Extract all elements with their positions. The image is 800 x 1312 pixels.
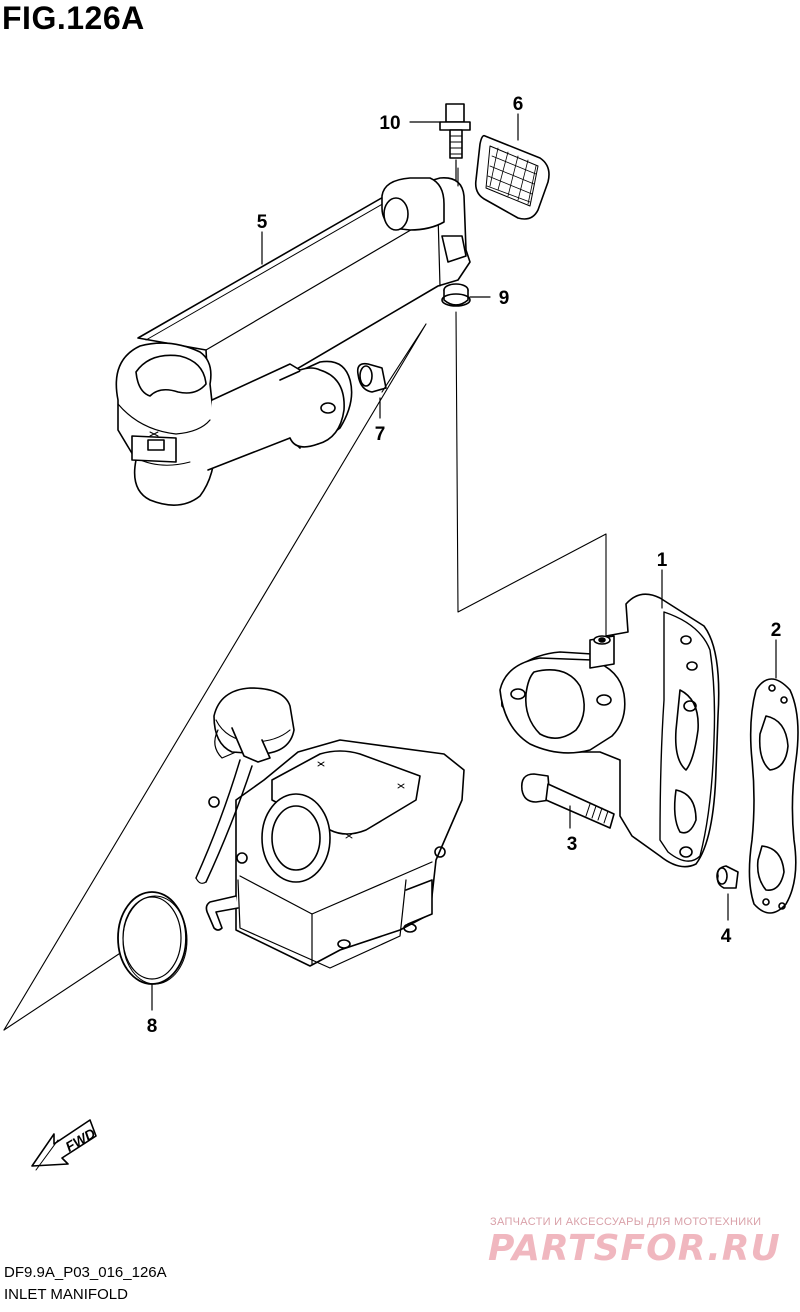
part-6-screen bbox=[474, 134, 550, 220]
part-9-grommet bbox=[441, 283, 471, 307]
figure-code: DF9.9A_P03_016_126A bbox=[4, 1264, 167, 1281]
watermark-tagline: ЗАПЧАСТИ И АКСЕССУАРЫ ДЛЯ МОТОТЕХНИКИ bbox=[490, 1216, 762, 1228]
carburetor bbox=[195, 687, 465, 969]
part-1-manifold bbox=[499, 593, 720, 868]
part-10-bolt bbox=[439, 103, 471, 197]
part-8-o-ring bbox=[117, 891, 188, 1011]
part-4-dowel-pin bbox=[716, 865, 739, 921]
callout-1: 1 bbox=[657, 550, 668, 571]
fwd-arrow: FWD bbox=[31, 1119, 98, 1171]
part-2-gasket bbox=[748, 678, 799, 914]
figure-title: FIG.126A bbox=[2, 0, 145, 36]
callout-5: 5 bbox=[257, 212, 268, 233]
part-7-collar bbox=[356, 362, 387, 419]
callout-7: 7 bbox=[375, 424, 386, 445]
callout-2: 2 bbox=[771, 620, 782, 641]
callout-3: 3 bbox=[567, 834, 578, 855]
callout-leaders bbox=[261, 113, 777, 679]
callout-6: 6 bbox=[513, 94, 524, 115]
callout-8: 8 bbox=[147, 1016, 158, 1037]
callout-9: 9 bbox=[499, 288, 510, 309]
part-5-silencer bbox=[115, 177, 471, 506]
callout-10: 10 bbox=[379, 113, 400, 134]
part-3-bolt bbox=[520, 773, 615, 829]
watermark-logo: PARTSFOR.RU bbox=[488, 1228, 781, 1269]
callout-labels: 1 2 3 4 5 6 7 8 9 10 bbox=[147, 94, 782, 1037]
assembly-lines bbox=[3, 167, 607, 1031]
callout-4: 4 bbox=[721, 926, 732, 947]
figure-name: INLET MANIFOLD bbox=[4, 1286, 128, 1303]
